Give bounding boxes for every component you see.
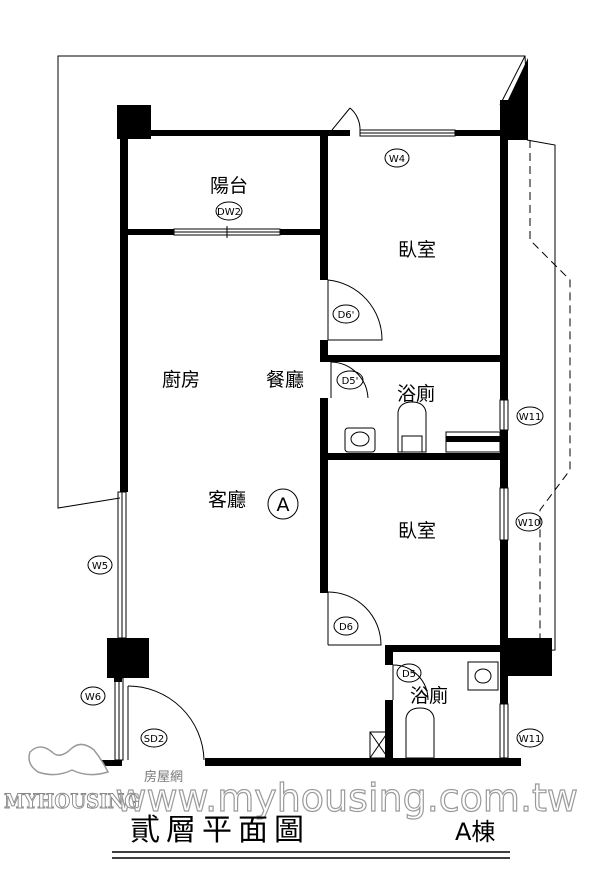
tag-w11-bottom-text: W11 xyxy=(519,734,542,745)
tag-d6-prime: D6' xyxy=(332,304,360,324)
watermark-brand: MYHOUSING xyxy=(4,789,140,813)
tag-w11-bottom: W11 xyxy=(516,728,544,748)
tag-d6-prime-text: D6' xyxy=(338,310,355,321)
tag-w4-text: W4 xyxy=(389,154,405,165)
tag-d5: D5 xyxy=(396,663,422,683)
tag-d6-text: D6 xyxy=(339,622,353,633)
tag-sd2: SD2 xyxy=(140,728,168,748)
watermark-url: www.myhousing.com.tw xyxy=(115,776,578,820)
tag-w4: W4 xyxy=(384,148,410,168)
title-text: 貳層平面圖 xyxy=(130,813,310,848)
bedroom-1-label: 臥室 xyxy=(398,239,436,261)
bath-1-label: 浴廁 xyxy=(397,382,435,405)
tag-w10: W10 xyxy=(515,512,543,532)
kitchen-label: 廚房 xyxy=(162,368,200,391)
bath-2-label: 浴廁 xyxy=(410,684,448,707)
tag-w5: W5 xyxy=(87,555,113,575)
tag-dw2-text: DW2 xyxy=(217,207,241,218)
plan-title: 貳層平面圖 A棟 xyxy=(112,813,510,859)
tag-w11-top-text: W11 xyxy=(519,412,542,423)
tag-d5-prime-text: D5' xyxy=(342,376,359,387)
living-label: 客廳 xyxy=(208,489,246,511)
tag-dw2: DW2 xyxy=(215,201,243,221)
bedroom-2-label: 臥室 xyxy=(398,520,436,542)
door-swings xyxy=(127,107,429,761)
tag-a-unit-text: A xyxy=(277,494,290,516)
tag-w6-text: W6 xyxy=(85,692,101,703)
tag-a-unit: A xyxy=(267,488,299,520)
tag-sd2-text: SD2 xyxy=(144,734,164,745)
tag-w6: W6 xyxy=(80,686,106,706)
tag-w10-text: W10 xyxy=(518,518,541,529)
dining-label: 餐廳 xyxy=(266,369,304,391)
slab-outline xyxy=(57,55,571,653)
tag-d6: D6 xyxy=(333,616,359,636)
tag-d5-text: D5 xyxy=(402,669,416,680)
fixtures xyxy=(344,401,501,759)
walls xyxy=(100,100,552,766)
windows xyxy=(114,129,509,761)
watermark: www.myhousing.com.tw 房屋網 MYHOUSING xyxy=(4,743,579,821)
tag-d5-prime: D5' xyxy=(336,370,364,390)
building-text: A棟 xyxy=(455,818,495,846)
tag-w11-top: W11 xyxy=(516,406,544,426)
tag-w5-text: W5 xyxy=(92,561,108,572)
watermark-chinese: 房屋網 xyxy=(144,769,183,785)
watermark-logo-icon xyxy=(28,743,110,776)
balcony-label: 陽台 xyxy=(210,175,248,197)
